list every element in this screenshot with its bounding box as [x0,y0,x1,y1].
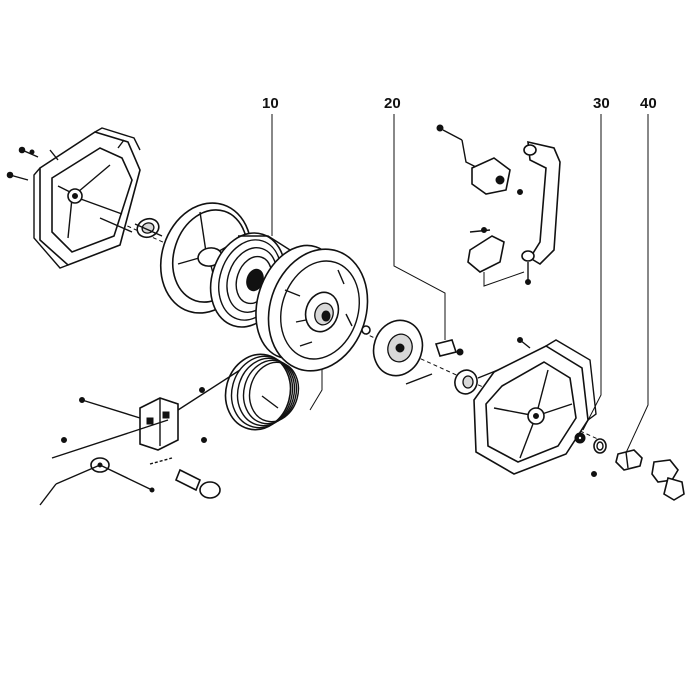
callout-label-40: 40 [640,95,657,112]
hose-stopper [149,457,221,499]
callout-label-20: 20 [384,95,401,112]
swivel-fitting [615,449,685,501]
callout-label-10: 10 [262,95,279,112]
hose-guide-bracket [39,369,241,506]
hose-spool [255,244,369,372]
swivel-seal-ring [574,432,607,454]
housing-screws-left [6,146,39,181]
leader-line-40 [624,114,649,456]
bearing-ring [99,217,163,239]
right-housing-cover [473,337,597,477]
flanged-bushing [454,369,499,395]
leader-line-30 [582,114,602,431]
left-housing-cover [33,127,141,269]
swivel-hub [361,319,464,385]
hose-coil [224,353,300,431]
callout-label-30: 30 [593,95,610,112]
mounting-bracket-assembly [436,124,561,287]
leader-line-20 [393,114,446,340]
leader-line-spool [309,362,323,411]
